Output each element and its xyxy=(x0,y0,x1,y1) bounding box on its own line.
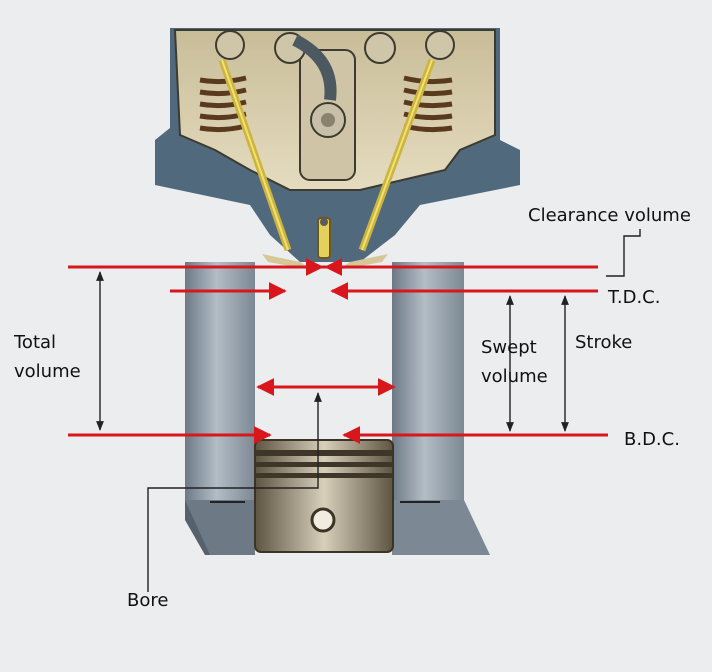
black-dimension-lines xyxy=(96,229,641,592)
total-volume-label-line2: volume xyxy=(14,361,81,382)
bdc-label: B.D.C. xyxy=(624,429,680,450)
bore-leader-line xyxy=(147,392,322,592)
piston xyxy=(254,439,394,553)
clearance-volume-label: Clearance volume xyxy=(528,205,691,226)
swept-volume-label-line2: volume xyxy=(481,366,548,387)
clearance-leader-line xyxy=(606,229,641,277)
dimension-lines xyxy=(68,258,608,444)
right-valve-spring xyxy=(403,75,453,133)
bore-label: Bore xyxy=(127,590,169,611)
tdc-label: T.D.C. xyxy=(608,287,661,308)
gudgeon-pin xyxy=(310,507,336,533)
cylinder-head-illustration xyxy=(155,28,520,270)
left-cylinder-wall xyxy=(185,262,255,502)
swept-volume-label-line1: Swept xyxy=(481,337,537,358)
right-cylinder-wall xyxy=(392,262,464,502)
stroke-label: Stroke xyxy=(575,332,633,353)
cylinder-block xyxy=(185,262,490,555)
total-volume-label-line1: Total xyxy=(14,332,57,353)
